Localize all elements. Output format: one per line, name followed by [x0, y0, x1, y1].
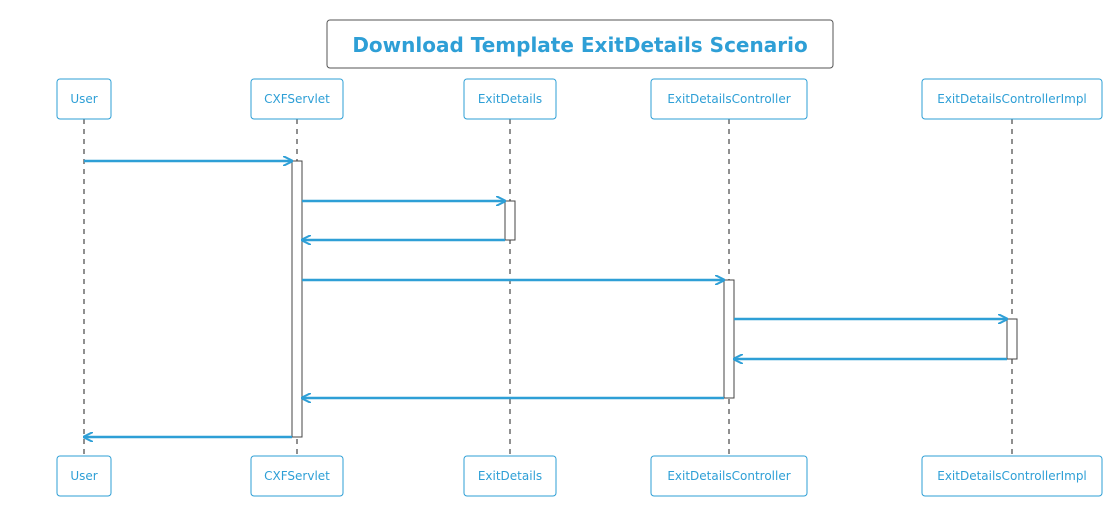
participant-label: ExitDetailsControllerImpl — [937, 469, 1087, 483]
participant-box — [921, 455, 1103, 497]
lifelines — [83, 119, 1013, 456]
diagram-title: Download Template ExitDetails Scenario — [352, 33, 807, 57]
activations — [291, 160, 1018, 438]
participant-label: User — [70, 469, 97, 483]
participant-exit-bottom: ExitDetails — [463, 455, 557, 497]
participant-user-top: User — [56, 78, 112, 120]
participant-cxf-top: CXFServlet — [250, 78, 344, 120]
messages — [84, 161, 1007, 437]
participant-box — [650, 78, 808, 120]
participant-user-bottom: User — [56, 455, 112, 497]
participant-label: ExitDetailsController — [667, 92, 790, 106]
participant-box — [250, 455, 344, 497]
participants-bottom: User CXFServlet ExitDetails ExitDetailsCont… — [56, 455, 1103, 497]
participant-label: ExitDetailsController — [667, 469, 790, 483]
title-frame — [326, 19, 834, 69]
participant-box — [650, 455, 808, 497]
activation-bar-impl — [1006, 318, 1018, 360]
participant-ctrl-top: ExitDetailsController — [650, 78, 808, 120]
participant-exit-top: ExitDetails — [463, 78, 557, 120]
activation-bar-cxf — [291, 160, 303, 438]
participant-label: User — [70, 92, 97, 106]
participant-impl-bottom: ExitDetailsControllerImpl — [921, 455, 1103, 497]
participant-box — [463, 78, 557, 120]
activation-bar-exit — [504, 200, 516, 241]
participant-ctrl-bottom: ExitDetailsController — [650, 455, 808, 497]
participant-cxf-bottom: CXFServlet — [250, 455, 344, 497]
participant-box — [250, 78, 344, 120]
participant-label: ExitDetails — [478, 469, 542, 483]
participant-label: CXFServlet — [264, 92, 330, 106]
participants-top: User CXFServlet ExitDetails ExitDetailsCont… — [56, 78, 1103, 120]
participant-box — [56, 78, 112, 120]
participant-box — [463, 455, 557, 497]
title-box: Download Template ExitDetails Scenario — [326, 19, 834, 69]
activation-bar-ctrl — [723, 279, 735, 399]
participant-label: ExitDetails — [478, 92, 542, 106]
participant-box — [921, 78, 1103, 120]
participant-label: CXFServlet — [264, 469, 330, 483]
participant-label: ExitDetailsControllerImpl — [937, 92, 1087, 106]
participant-box — [56, 455, 112, 497]
participant-impl-top: ExitDetailsControllerImpl — [921, 78, 1103, 120]
